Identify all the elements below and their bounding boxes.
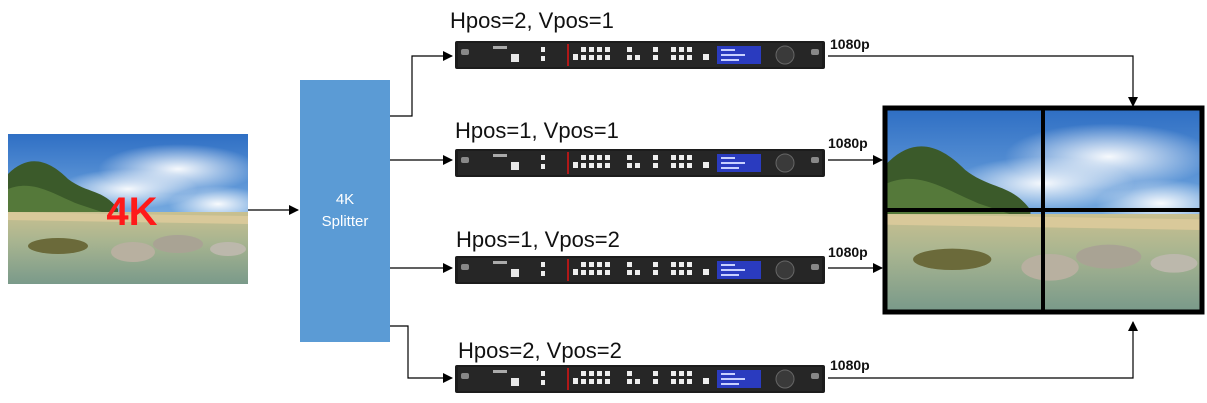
video-wall (885, 108, 1207, 312)
processor-unit-4 (455, 365, 825, 393)
processor-3-output-label: 1080p (828, 244, 868, 260)
arrow-to-processor-4 (390, 326, 452, 378)
arrow-processor-1-to-wall (828, 56, 1133, 106)
splitter-label-line2: Splitter (322, 211, 369, 233)
splitter-connectors (390, 56, 452, 378)
splitter-box: 4K Splitter (300, 80, 390, 342)
processor-1-position-label: Hpos=2, Vpos=1 (450, 8, 614, 34)
arrow-processor-4-to-wall (828, 322, 1133, 378)
processor-2-position-label: Hpos=1, Vpos=1 (455, 118, 619, 144)
arrow-to-processor-1 (390, 56, 452, 116)
processor-4-output-label: 1080p (830, 357, 870, 373)
processor-4-position-label: Hpos=2, Vpos=2 (458, 338, 622, 364)
processor-2-output-label: 1080p (828, 135, 868, 151)
processor-unit-1 (455, 41, 825, 69)
processor-unit-2 (455, 149, 825, 177)
source-4k-badge: 4K (106, 190, 157, 234)
processor-1-output-label: 1080p (830, 36, 870, 52)
source-4k-image: 4K (8, 134, 268, 284)
processor-3-position-label: Hpos=1, Vpos=2 (456, 227, 620, 253)
splitter-label-line1: 4K (336, 189, 354, 211)
processor-unit-3 (455, 256, 825, 284)
